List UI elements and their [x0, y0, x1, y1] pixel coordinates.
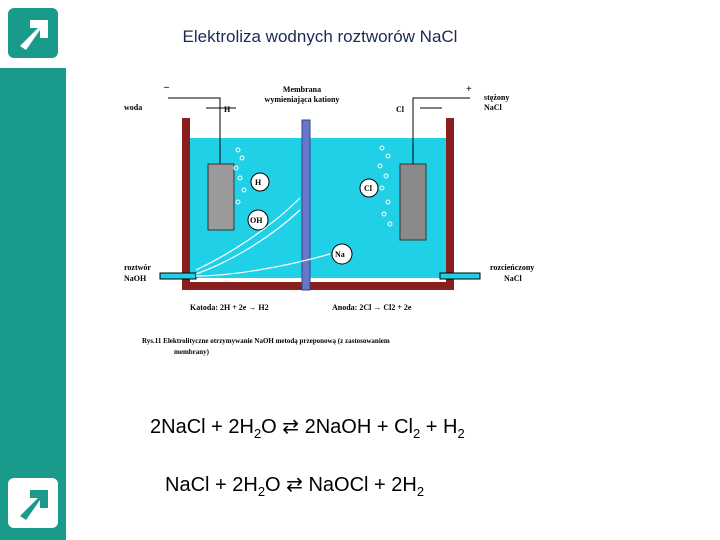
- dilute-nacl-label-2: NaCl: [504, 274, 523, 283]
- flow-arrows: [195, 197, 331, 277]
- nacl-outlet: [439, 272, 481, 280]
- cathode-wire: [168, 97, 221, 164]
- equation-1: 2NaCl + 2H2O ⇄ 2NaOH + Cl2 + H2: [150, 416, 465, 441]
- ion-h-label: H: [255, 178, 262, 187]
- naoh-solution-label: roztwór: [124, 263, 151, 272]
- tank-wall-right: [446, 118, 454, 290]
- membrane-label-2: wymieniająca kationy: [265, 95, 340, 104]
- ion-na: [331, 243, 353, 265]
- bubbles: [233, 145, 393, 227]
- cathode-electrode: [207, 163, 235, 231]
- ion-oh: [247, 209, 269, 231]
- plus-sign: +: [466, 84, 472, 95]
- cathode-reaction: Katoda: 2H + 2e → H2: [190, 303, 269, 312]
- tank-wall-left: [182, 118, 190, 290]
- arrow-logo-icon: [8, 478, 58, 528]
- cl2-label: Cl: [396, 105, 405, 114]
- anode-reaction: Anoda: 2Cl → Cl2 + 2e: [332, 303, 412, 312]
- ion-h: [250, 172, 270, 192]
- naoh-outlet: [159, 272, 197, 280]
- tank-bottom: [182, 282, 454, 290]
- ion-cl-label: Cl: [364, 184, 373, 193]
- ion-oh-label: OH: [250, 216, 263, 225]
- figure-caption-2: membrany): [174, 348, 210, 356]
- minus-sign: –: [163, 82, 170, 93]
- membrane-label: Membrana: [283, 85, 321, 94]
- membrane: [301, 119, 311, 291]
- electrolysis-diagram: Membrana wymieniająca kationy woda H Cl …: [124, 82, 534, 356]
- arrow-logo-icon: [8, 8, 58, 58]
- figure-caption: Rys.11 Elektrolityczne otrzymywanie NaOH…: [142, 337, 390, 345]
- brine-label-2: NaCl: [484, 103, 503, 112]
- anode-wire: [412, 97, 470, 164]
- h2-label: H: [224, 105, 231, 114]
- brine-label: stężony: [484, 93, 509, 102]
- ion-cl: [359, 178, 379, 198]
- ion-na-label: Na: [335, 250, 345, 259]
- slide-title: Elektroliza wodnych roztworów NaCl: [182, 27, 458, 46]
- sidebar-band: [0, 68, 66, 540]
- anode-electrode: [399, 163, 427, 241]
- water-label: woda: [124, 103, 142, 112]
- naoh-solution-label-2: NaOH: [124, 274, 147, 283]
- equation-2: NaCl + 2H2O ⇄ NaOCl + 2H2: [165, 474, 425, 499]
- dilute-nacl-label: rozcieńczony: [490, 263, 534, 272]
